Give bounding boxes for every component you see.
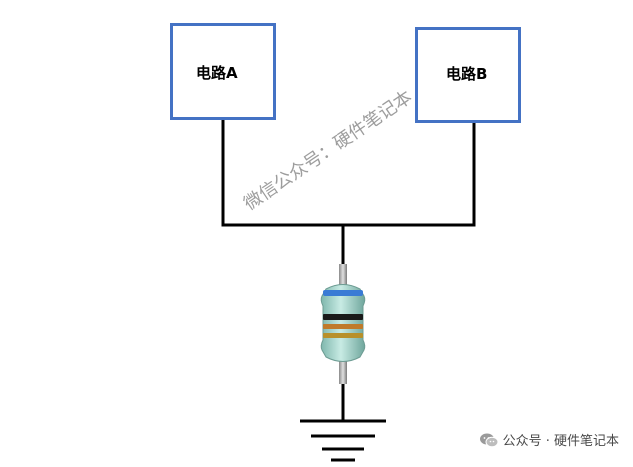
resistor-body [320,284,366,362]
resistor-band-3 [323,324,363,329]
circuit-a-box [170,23,276,120]
wires [221,118,476,420]
footer-text: 公众号 · 硬件笔记本 [502,434,619,449]
resistor-lead-bottom [339,356,347,384]
circuit-a-label: 电路A [196,64,238,82]
resistor-band-4 [323,333,363,338]
circuit-b-box [415,27,521,123]
resistor-lead-top [339,264,347,286]
resistor [320,264,366,384]
circuit-b-label: 电路B [446,65,488,83]
resistor-band-1 [323,290,363,296]
wechat-icon [479,432,499,448]
footer-attribution: 公众号 · 硬件笔记本 [479,430,619,449]
resistor-band-2 [323,314,363,320]
ground-symbol [300,419,386,462]
